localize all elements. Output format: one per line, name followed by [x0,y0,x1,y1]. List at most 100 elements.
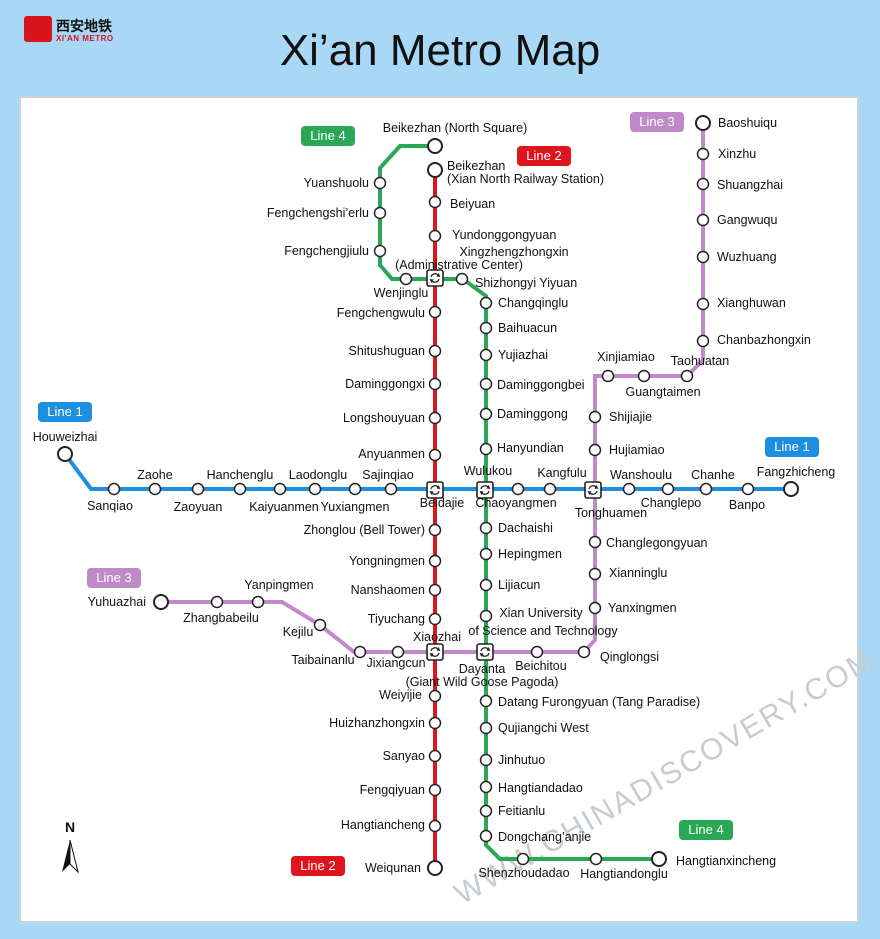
station-icon[interactable] [399,272,413,286]
station-icon[interactable] [479,694,493,708]
terminus-station-icon[interactable] [783,481,799,497]
station-icon[interactable] [479,442,493,456]
station-label-zaohe: Zaohe [137,468,172,482]
station-icon[interactable] [479,521,493,535]
svg-text:Line 2: Line 2 [300,858,335,873]
station-icon[interactable] [384,482,398,496]
station-icon[interactable] [428,783,442,797]
station-icon[interactable] [313,618,327,632]
station-icon[interactable] [428,554,442,568]
station-icon[interactable] [696,250,710,264]
station-icon[interactable] [251,595,265,609]
station-icon[interactable] [589,852,603,866]
station-icon[interactable] [622,482,636,496]
station-icon[interactable] [428,612,442,626]
station-icon[interactable] [577,645,591,659]
interchange-icon[interactable] [426,643,444,661]
station-icon[interactable] [680,369,694,383]
station-icon[interactable] [233,482,247,496]
terminus-station-icon[interactable] [651,851,667,867]
station-icon[interactable] [428,689,442,703]
interchange-icon[interactable] [584,481,602,499]
station-icon[interactable] [479,296,493,310]
terminus-station-icon[interactable] [695,115,711,131]
station-icon[interactable] [479,829,493,843]
interchange-icon[interactable] [426,481,444,499]
station-icon[interactable] [696,213,710,227]
station-icon[interactable] [107,482,121,496]
station-icon[interactable] [348,482,362,496]
station-icon[interactable] [308,482,322,496]
station-icon[interactable] [428,749,442,763]
station-icon[interactable] [479,348,493,362]
station-icon[interactable] [588,567,602,581]
interchange-icon[interactable] [476,643,494,661]
station-label-hangtiandadao: Hangtiandadao [498,781,583,795]
station-icon[interactable] [428,523,442,537]
station-icon[interactable] [353,645,367,659]
station-icon[interactable] [428,229,442,243]
station-icon[interactable] [373,206,387,220]
station-icon[interactable] [516,852,530,866]
station-icon[interactable] [455,272,469,286]
station-icon[interactable] [148,482,162,496]
station-icon[interactable] [373,176,387,190]
station-icon[interactable] [479,547,493,561]
station-icon[interactable] [479,609,493,623]
station-icon[interactable] [530,645,544,659]
station-icon[interactable] [479,377,493,391]
station-icon[interactable] [428,377,442,391]
station-label-nanshaomen: Nanshaomen [351,583,425,597]
station-icon[interactable] [661,482,675,496]
station-label-baoshuiqu: Baoshuiqu [718,116,777,130]
interchange-icon[interactable] [476,481,494,499]
station-icon[interactable] [191,482,205,496]
interchange-icon[interactable] [426,269,444,287]
station-icon[interactable] [741,482,755,496]
station-icon[interactable] [479,407,493,421]
station-icon[interactable] [479,721,493,735]
station-icon[interactable] [588,601,602,615]
terminus-station-icon[interactable] [153,594,169,610]
station-icon[interactable] [543,482,557,496]
station-icon[interactable] [428,819,442,833]
station-label-daminggongxi: Daminggongxi [345,377,425,391]
station-icon[interactable] [479,321,493,335]
station-icon[interactable] [479,578,493,592]
station-label-huizhan: Huizhanzhongxin [329,716,425,730]
station-icon[interactable] [696,334,710,348]
station-icon[interactable] [637,369,651,383]
station-icon[interactable] [588,410,602,424]
station-icon[interactable] [588,535,602,549]
station-icon[interactable] [601,369,615,383]
station-label-daminggongbei: Daminggongbei [497,378,585,392]
station-icon[interactable] [511,482,525,496]
station-icon[interactable] [428,305,442,319]
station-icon[interactable] [479,753,493,767]
station-label-yundong: Yundonggongyuan [452,228,556,242]
logo-english-text: XI'AN METRO [56,34,114,43]
station-icon[interactable] [428,716,442,730]
station-icon[interactable] [428,448,442,462]
station-icon[interactable] [428,344,442,358]
station-icon[interactable] [588,443,602,457]
station-icon[interactable] [699,482,713,496]
station-label-weiqunan: Weiqunan [365,861,421,875]
terminus-station-icon[interactable] [57,446,73,462]
station-icon[interactable] [696,297,710,311]
terminus-station-icon[interactable] [427,138,443,154]
station-icon[interactable] [210,595,224,609]
station-icon[interactable] [391,645,405,659]
station-icon[interactable] [373,244,387,258]
station-icon[interactable] [428,411,442,425]
station-icon[interactable] [428,583,442,597]
station-icon[interactable] [479,780,493,794]
station-icon[interactable] [696,177,710,191]
station-icon[interactable] [273,482,287,496]
station-icon[interactable] [428,195,442,209]
station-icon[interactable] [479,804,493,818]
terminus-station-icon[interactable] [427,162,443,178]
terminus-station-icon[interactable] [427,860,443,876]
station-icon[interactable] [696,147,710,161]
